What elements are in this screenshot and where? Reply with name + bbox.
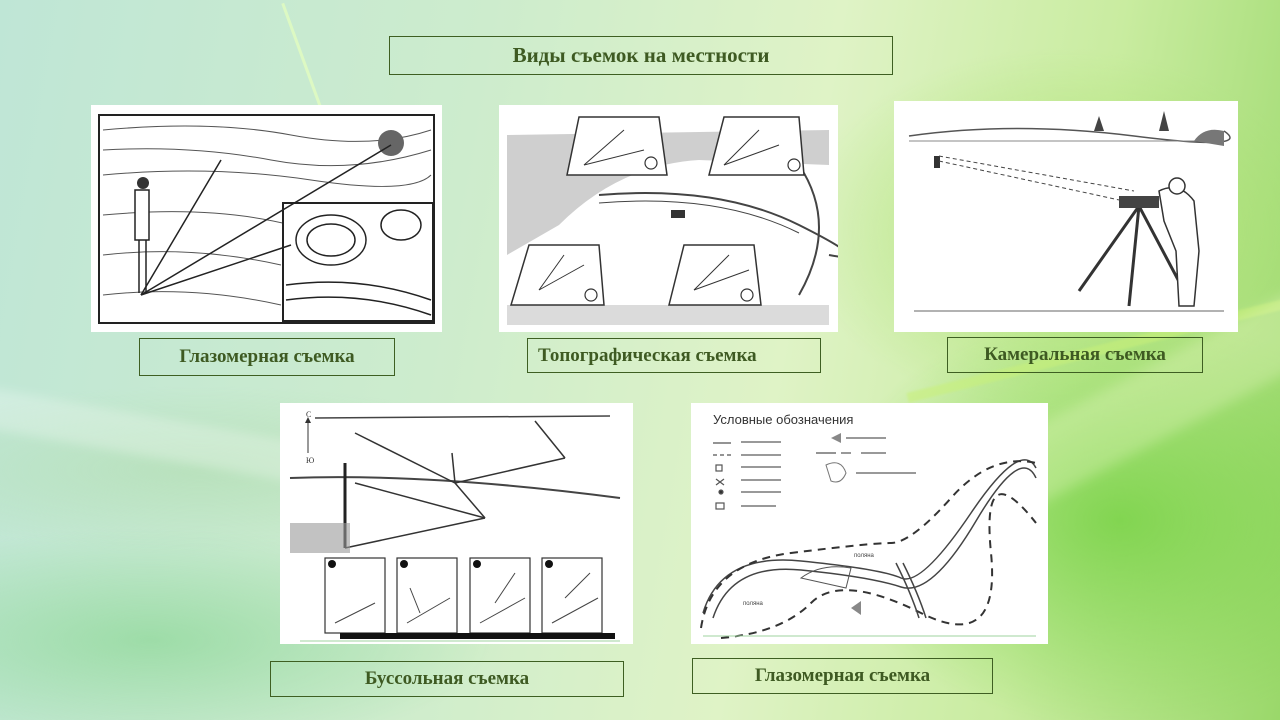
compass-survey-image: С Ю (280, 403, 633, 644)
compass-north-label: С (306, 410, 311, 419)
map-label-clearing: поляна (743, 601, 764, 607)
map-legend-title: Условные обозначения (713, 412, 853, 427)
caption-eye-survey: Глазомерная съемка (139, 338, 395, 376)
caption-compass-survey: Буссольная съемка (270, 661, 624, 697)
camera-survey-image (894, 101, 1238, 332)
slide-title: Виды съемок на местности (389, 36, 893, 75)
eye-survey-map-with-legend: Условные обозначения пол (700, 412, 1037, 639)
topographic-survey-sketch (507, 116, 838, 325)
compass-survey-sketch: С Ю (289, 410, 621, 642)
topographic-survey-image (499, 105, 838, 332)
surveyor-with-instrument-sketch (908, 111, 1231, 312)
background-streak (281, 2, 322, 108)
compass-south-label: Ю (306, 456, 314, 465)
caption-camera-survey: Камеральная съемка (947, 337, 1203, 373)
eye-survey-map-image: Условные обозначения пол (691, 403, 1048, 644)
eye-survey-sketch (98, 114, 435, 324)
caption-eye-survey-map: Глазомерная съемка (692, 658, 993, 694)
caption-topographic-survey: Топографическая съемка (527, 338, 821, 373)
map-label-clearing: поляна (854, 553, 875, 559)
eye-survey-image (91, 105, 442, 332)
